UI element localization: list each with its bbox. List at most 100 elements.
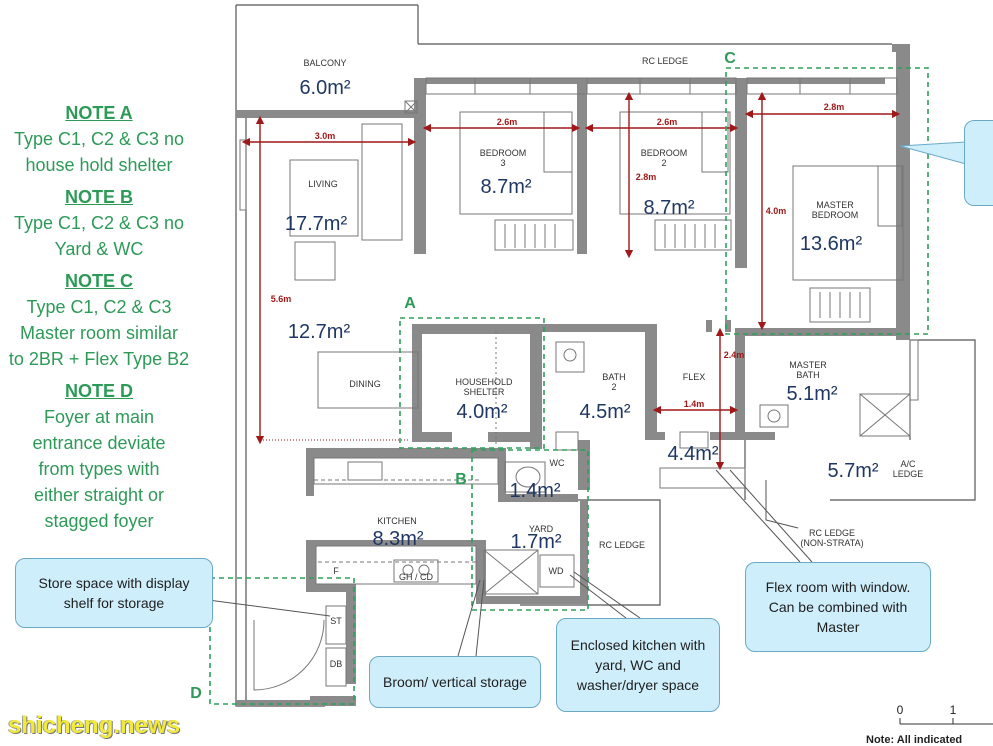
callout-pointers bbox=[207, 141, 967, 657]
furniture bbox=[253, 111, 911, 691]
note-d: NOTE D Foyer at main entrance deviate fr… bbox=[0, 378, 198, 534]
note-d-line: from types with bbox=[38, 459, 160, 479]
zone-a-outline bbox=[399, 317, 545, 449]
area-ac-ledge: 5.7m² bbox=[827, 460, 878, 482]
note-c-line: Type C1, C2 & C3 bbox=[26, 297, 172, 317]
notes-panel: NOTE A Type C1, C2 & C3 no house hold sh… bbox=[0, 100, 198, 540]
dim-b2-height: 2.8m bbox=[636, 172, 657, 182]
balcony-label: BALCONY bbox=[303, 58, 346, 68]
note-d-line: either straight or bbox=[33, 485, 165, 505]
kitchen-label: KITCHEN bbox=[377, 516, 417, 526]
scale-note: Note: All indicated bbox=[866, 734, 963, 746]
area-flex: 4.4m² bbox=[667, 443, 718, 465]
note-a-line: house hold shelter bbox=[25, 155, 173, 175]
dining-table bbox=[317, 351, 419, 409]
dim-dining-height: 5.6m bbox=[271, 294, 292, 304]
flex-label: FLEX bbox=[683, 372, 706, 382]
zone-b-letter: B bbox=[455, 471, 467, 488]
callout-store-space: Store space with display shelf for stora… bbox=[15, 558, 213, 628]
note-d-line: entrance deviate bbox=[32, 433, 166, 453]
shelter-label-2: SHELTER bbox=[464, 387, 505, 397]
area-master-bedroom: 13.6m² bbox=[800, 233, 863, 255]
dim-mb-width: 2.8m bbox=[824, 102, 845, 112]
zone-d-letter: D bbox=[190, 685, 202, 702]
dim-b2-width: 2.6m bbox=[657, 117, 678, 127]
dim-mb-height: 4.0m bbox=[766, 206, 787, 216]
master-bath-label-1: MASTER bbox=[789, 360, 827, 370]
broom-store bbox=[483, 549, 539, 595]
zone-b-outline bbox=[471, 449, 589, 611]
note-d-heading: NOTE D bbox=[64, 381, 133, 401]
living-label: LIVING bbox=[308, 179, 338, 189]
area-balcony: 6.0m² bbox=[299, 77, 350, 99]
note-b-line: Yard & WC bbox=[54, 239, 144, 259]
master-bed bbox=[792, 165, 904, 281]
area-shelter: 4.0m² bbox=[456, 401, 507, 423]
db-label: DB bbox=[330, 659, 343, 669]
st-label: ST bbox=[330, 616, 342, 626]
rc-ledge-top-label: RC LEDGE bbox=[642, 56, 688, 66]
kitchen-counter-top bbox=[313, 457, 499, 485]
note-c: NOTE C Type C1, C2 & C3 Master room simi… bbox=[0, 268, 198, 372]
area-wc: 1.4m² bbox=[509, 480, 560, 502]
gh-cd-label: GH / CD bbox=[399, 572, 434, 582]
callout-broom-storage: Broom/ vertical storage bbox=[369, 656, 541, 708]
bed-2 bbox=[619, 111, 731, 215]
note-c-line: to 2BR + Flex Type B2 bbox=[8, 349, 190, 369]
walls bbox=[236, 44, 910, 706]
wc-label: WC bbox=[550, 458, 565, 468]
area-bath2: 4.5m² bbox=[579, 401, 630, 423]
kitchen-counter-bottom bbox=[315, 545, 477, 585]
ac-ledge-label-2: LEDGE bbox=[893, 469, 924, 479]
watermark: shicheng.news bbox=[8, 712, 181, 739]
note-c-heading: NOTE C bbox=[64, 271, 133, 291]
note-c-line: Master room similar bbox=[19, 323, 179, 343]
bath2-label-2: 2 bbox=[611, 382, 616, 392]
scale-bar bbox=[899, 718, 993, 725]
dim-flex-width: 1.4m bbox=[684, 399, 705, 409]
note-b-line: Type C1, C2 & C3 no bbox=[13, 213, 185, 233]
bedroom3-label-2: 3 bbox=[500, 158, 505, 168]
note-b: NOTE B Type C1, C2 & C3 no Yard & WC bbox=[0, 184, 198, 262]
dimension-lines bbox=[241, 91, 901, 471]
callout-enclosed-kitchen: Enclosed kitchen with yard, WC and washe… bbox=[556, 618, 720, 712]
sofa bbox=[361, 123, 403, 241]
area-yard: 1.7m² bbox=[510, 531, 561, 553]
area-master-bath: 5.1m² bbox=[786, 383, 837, 405]
wd-label: WD bbox=[549, 566, 564, 576]
zone-c-outline bbox=[725, 67, 929, 335]
bedroom2-label-1: BEDROOM bbox=[641, 148, 688, 158]
windows bbox=[239, 77, 919, 489]
rc-ledge-mid-label: RC LEDGE bbox=[599, 540, 645, 550]
bedroom3-label-1: BEDROOM bbox=[480, 148, 527, 158]
living-chair bbox=[289, 159, 359, 237]
note-a: NOTE A Type C1, C2 & C3 no house hold sh… bbox=[0, 100, 198, 178]
rc-ledge-ns-label-2: (NON-STRATA) bbox=[800, 538, 863, 548]
dim-flex-height: 2.4m bbox=[724, 350, 745, 360]
scale-one: 1 bbox=[950, 703, 957, 717]
area-bedroom2: 8.7m² bbox=[643, 197, 694, 219]
yard-label: YARD bbox=[529, 524, 554, 534]
dining-label: DINING bbox=[349, 379, 381, 389]
zones bbox=[209, 67, 929, 705]
bedroom2-label-2: 2 bbox=[661, 158, 666, 168]
bath2-label-1: BATH bbox=[602, 372, 625, 382]
area-living: 17.7m² bbox=[285, 213, 348, 235]
zone-c-letter: C bbox=[724, 50, 736, 67]
rc-ledge-ns-label-1: RC LEDGE bbox=[809, 528, 855, 538]
note-d-line: Foyer at main bbox=[43, 407, 155, 427]
dim-b3-width: 2.6m bbox=[497, 117, 518, 127]
shelter-label-1: HOUSEHOLD bbox=[455, 377, 513, 387]
note-d-line: stagged foyer bbox=[44, 511, 154, 531]
shower bbox=[859, 393, 911, 437]
area-dining: 12.7m² bbox=[288, 321, 351, 343]
scale-zero: 0 bbox=[897, 703, 904, 717]
dim-living-width: 3.0m bbox=[315, 131, 336, 141]
wardrobes bbox=[504, 224, 861, 318]
master-bedroom-label-1: MASTER bbox=[816, 200, 854, 210]
area-bedroom3: 8.7m² bbox=[480, 176, 531, 198]
callout-cropped-right bbox=[964, 120, 993, 206]
note-b-heading: NOTE B bbox=[64, 187, 133, 207]
fridge-label: F bbox=[333, 566, 339, 576]
